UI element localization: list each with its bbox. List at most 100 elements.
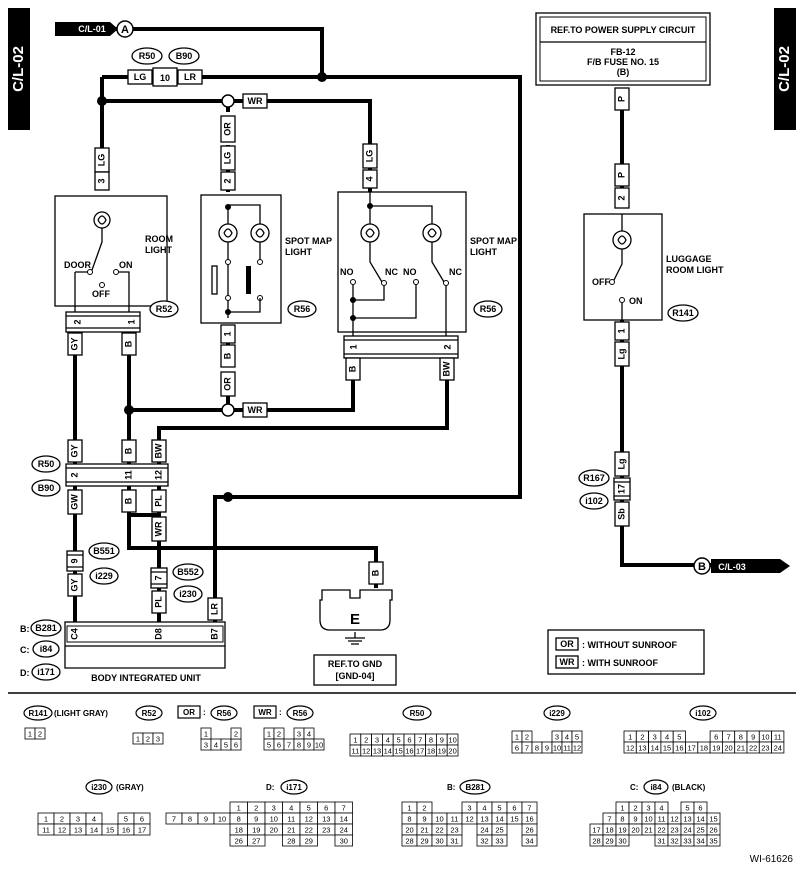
pin-number: 12 [58,826,66,835]
pin-number: 29 [420,837,428,846]
svg-text:F/B FUSE NO. 15: F/B FUSE NO. 15 [587,57,659,67]
svg-text:WR: WR [258,708,272,717]
svg-text:C4: C4 [69,628,79,640]
svg-text:C/L-03: C/L-03 [718,562,746,572]
pin-number: 2 [38,730,42,739]
pin-number: 20 [448,747,456,756]
pin-number: 11 [451,815,459,824]
pin-number: 32 [670,837,678,846]
pin-number: 1 [407,804,411,813]
pin-number: 4 [565,733,569,742]
svg-text:i230: i230 [91,783,107,792]
pin-number: 30 [435,837,443,846]
svg-text:OR: OR [183,708,195,717]
svg-text:LG: LG [222,152,232,165]
svg-text:1: 1 [222,331,232,336]
pin-number: 12 [305,815,313,824]
pin-number: 11 [658,815,666,824]
pin-number: 1 [620,804,624,813]
tab-left: C/L-02 [8,8,30,130]
pin-number: 11 [774,733,782,742]
pin-number: 9 [254,815,258,824]
pin-number: 20 [270,826,278,835]
ground-e: B E REF.TO GND [GND-04] [313,561,397,686]
svg-text:R56: R56 [217,709,232,718]
svg-text:R56: R56 [480,304,497,314]
pin-number: 1 [515,733,519,742]
legend: OR : WITHOUT SUNROOF WR : WITH SUNROOF [547,629,705,675]
pin-number: 15 [510,815,518,824]
svg-text:LR: LR [209,603,219,615]
pin-number: 7 [342,804,346,813]
pin-number: 10 [270,815,278,824]
svg-text:i102: i102 [585,496,603,506]
pin-number: 26 [525,826,533,835]
svg-text:P: P [616,172,626,178]
svg-text:GY: GY [69,444,79,457]
pin-number: 3 [653,733,657,742]
pin-number: 23 [761,744,769,753]
pin-number: 12 [465,815,473,824]
pin-number: 3 [272,804,276,813]
pin-number: 1 [44,815,48,824]
pin-number: 17 [138,826,146,835]
svg-text:i84: i84 [650,783,662,792]
pin-number: 26 [235,837,243,846]
spot-map-light-1: LG 2 SPOT MAP LIGHT R56 1 B OR WR [200,145,332,418]
cl01-label: C/L-01 [78,24,106,34]
joint-r50-b90-top: R50 B90 LG 10 LR [127,47,203,87]
pin-number: 5 [267,741,271,750]
svg-text:PL: PL [153,596,163,608]
pin-number: 9 [440,736,444,745]
pin-number: 3 [375,736,379,745]
svg-text:LIGHT: LIGHT [470,247,497,257]
svg-text:i84: i84 [40,644,53,654]
svg-text:B: B [698,561,706,573]
pin-number: 20 [631,826,639,835]
svg-text:B:: B: [447,783,455,792]
svg-text:9: 9 [69,558,79,563]
pin-number: 34 [525,837,533,846]
pin-number: 10 [761,733,769,742]
pin-number: 23 [670,826,678,835]
svg-text:LG: LG [364,150,374,163]
svg-text:R141: R141 [672,308,694,318]
body-integrated-unit: C4 D8 B7 B: B281 C: i84 D: i171 BODY INT… [20,619,226,683]
svg-text:B551: B551 [93,546,115,556]
pin-number: 2 [640,733,644,742]
pin-number: 9 [751,733,755,742]
pin-number: 30 [618,837,626,846]
pin-number: 7 [726,733,730,742]
pin-number: 9 [422,815,426,824]
pin-number: 4 [482,804,486,813]
pin-number: 1 [204,730,208,739]
pin-number: 20 [405,826,413,835]
pin-number: 7 [287,741,291,750]
svg-text:NC: NC [385,267,398,277]
svg-text:1: 1 [126,319,136,324]
pin-number: 24 [340,826,348,835]
svg-text:1: 1 [348,344,358,349]
pin-number: 5 [575,733,579,742]
svg-text:LIGHT: LIGHT [145,245,172,255]
svg-text:SPOT MAP: SPOT MAP [470,236,517,246]
pin-number: 6 [515,744,519,753]
pin-number: 19 [712,744,720,753]
pin-number: 13 [480,815,488,824]
pin-number: 3 [555,733,559,742]
svg-text:i102: i102 [695,709,711,718]
svg-text:2: 2 [616,195,626,200]
pin-number: 25 [696,826,704,835]
svg-text:NO: NO [340,267,354,277]
pin-number: 21 [287,826,295,835]
svg-text:B: B [123,497,133,504]
svg-text:GY: GY [69,578,79,591]
pin-number: 2 [364,736,368,745]
pin-number: 2 [277,730,281,739]
svg-text:Lg: Lg [616,459,626,470]
pin-number: 10 [553,744,561,753]
